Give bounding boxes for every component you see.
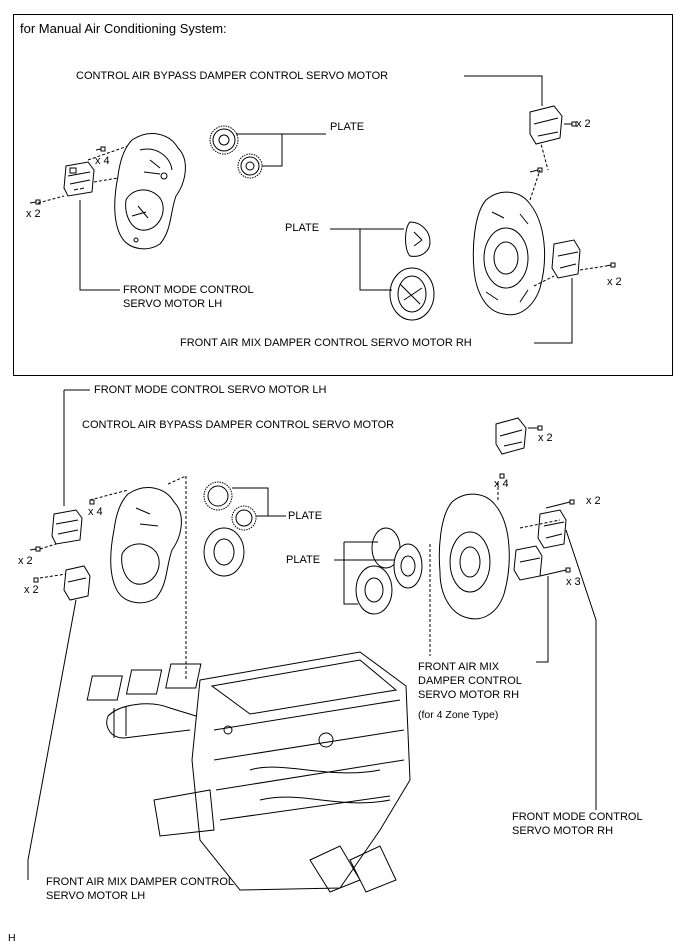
leader-line: [334, 541, 394, 605]
screw-icon: [528, 425, 543, 431]
screw-icon: [29, 146, 106, 205]
front-air-mix-servo-motor-lh-bottom: [63, 565, 91, 601]
label-mode-lh-top-line1: FRONT MODE CONTROL: [123, 284, 254, 296]
screw-icon: [539, 567, 571, 577]
plate-disc-icon: [355, 527, 423, 615]
label-bypass-motor-top: CONTROL AIR BYPASS DAMPER CONTROL SERVO …: [76, 70, 389, 82]
label-airmix-lh-line2: SERVO MOTOR LH: [46, 890, 146, 902]
label-airmix-rh-bottom-line2: DAMPER CONTROL: [418, 675, 522, 687]
label-airmix-rh-bottom-line3: SERVO MOTOR RH: [418, 689, 520, 701]
figure-code: H: [8, 932, 16, 944]
leader-line: [536, 576, 549, 663]
qty-left-upper-bottom: x 4: [88, 506, 103, 518]
label-plate-bottom-lower: PLATE: [286, 554, 321, 566]
label-airmix-lh-line1: FRONT AIR MIX DAMPER CONTROL: [46, 876, 235, 888]
front-mode-servo-motor-lh-bottom: [51, 509, 83, 545]
qty-left-a-bottom: x 2: [18, 555, 33, 567]
qty-rh-top: x 2: [607, 276, 622, 288]
label-plate-top-upper: PLATE: [330, 121, 365, 133]
label-plate-top-lower: PLATE: [285, 222, 320, 234]
hvac-unit-assembly: [86, 651, 411, 893]
control-air-bypass-servo-motor-top: [529, 105, 563, 145]
leader-line: [236, 133, 326, 167]
label-zone-note: (for 4 Zone Type): [418, 709, 499, 721]
plate-gear-icon: [209, 125, 263, 179]
leader-line: [330, 228, 404, 291]
plate-gear-icon: [203, 481, 257, 577]
qty-right-upper-bottom: x 2: [586, 495, 601, 507]
qty-mid-bottom: x 4: [494, 478, 509, 490]
control-air-bypass-servo-motor-bottom: [495, 417, 527, 455]
top-panel-header: for Manual Air Conditioning System:: [20, 21, 227, 36]
screw-icon: [499, 473, 505, 479]
qty-lh-upper-top: x 4: [95, 155, 110, 167]
front-air-mix-servo-motor-rh-top: [551, 239, 581, 279]
heater-housing-left-top: [114, 133, 186, 250]
leader-line: [232, 487, 286, 517]
qty-bypass-bottom: x 2: [538, 432, 553, 444]
label-mode-lh-top-line2: SERVO MOTOR LH: [123, 298, 223, 310]
leader-line: [79, 200, 120, 291]
leader-line: [27, 599, 77, 880]
label-mode-lh-bottom: FRONT MODE CONTROL SERVO MOTOR LH: [94, 384, 327, 396]
plate-disc-icon: [389, 221, 435, 321]
label-airmix-rh-bottom-line1: FRONT AIR MIX: [418, 661, 500, 673]
screw-icon: [564, 121, 577, 127]
screw-icon: [545, 499, 575, 509]
screw-icon: [29, 546, 41, 552]
front-air-mix-servo-motor-rh-bottom: [513, 545, 543, 581]
heater-housing-right-top: [472, 191, 546, 316]
qty-bypass-top: x 2: [576, 118, 591, 130]
label-airmix-rh-top: FRONT AIR MIX DAMPER CONTROL SERVO MOTOR…: [180, 337, 472, 349]
label-bypass-motor-bottom: CONTROL AIR BYPASS DAMPER CONTROL SERVO …: [82, 419, 395, 431]
leader-line: [565, 529, 597, 810]
leader-line: [464, 75, 543, 106]
label-plate-bottom-upper: PLATE: [288, 510, 323, 522]
heater-housing-right-bottom: [438, 493, 510, 620]
qty-right-lower-bottom: x 3: [566, 576, 581, 588]
label-mode-rh-line1: FRONT MODE CONTROL: [512, 811, 643, 823]
qty-left-b-bottom: x 2: [24, 584, 39, 596]
screw-icon: [605, 262, 616, 268]
screw-icon: [89, 499, 95, 505]
label-mode-rh-line2: SERVO MOTOR RH: [512, 825, 614, 837]
front-mode-servo-motor-lh-top: [63, 161, 95, 197]
front-mode-servo-motor-rh-bottom: [537, 509, 567, 549]
leader-line: [534, 278, 573, 344]
assembly-line: [87, 145, 129, 161]
qty-lh-left-top: x 2: [26, 208, 41, 220]
heater-housing-left-bottom: [110, 487, 182, 604]
screw-icon: [33, 577, 39, 583]
top-panel-frame: [13, 14, 673, 376]
screw-icon: [529, 167, 543, 173]
